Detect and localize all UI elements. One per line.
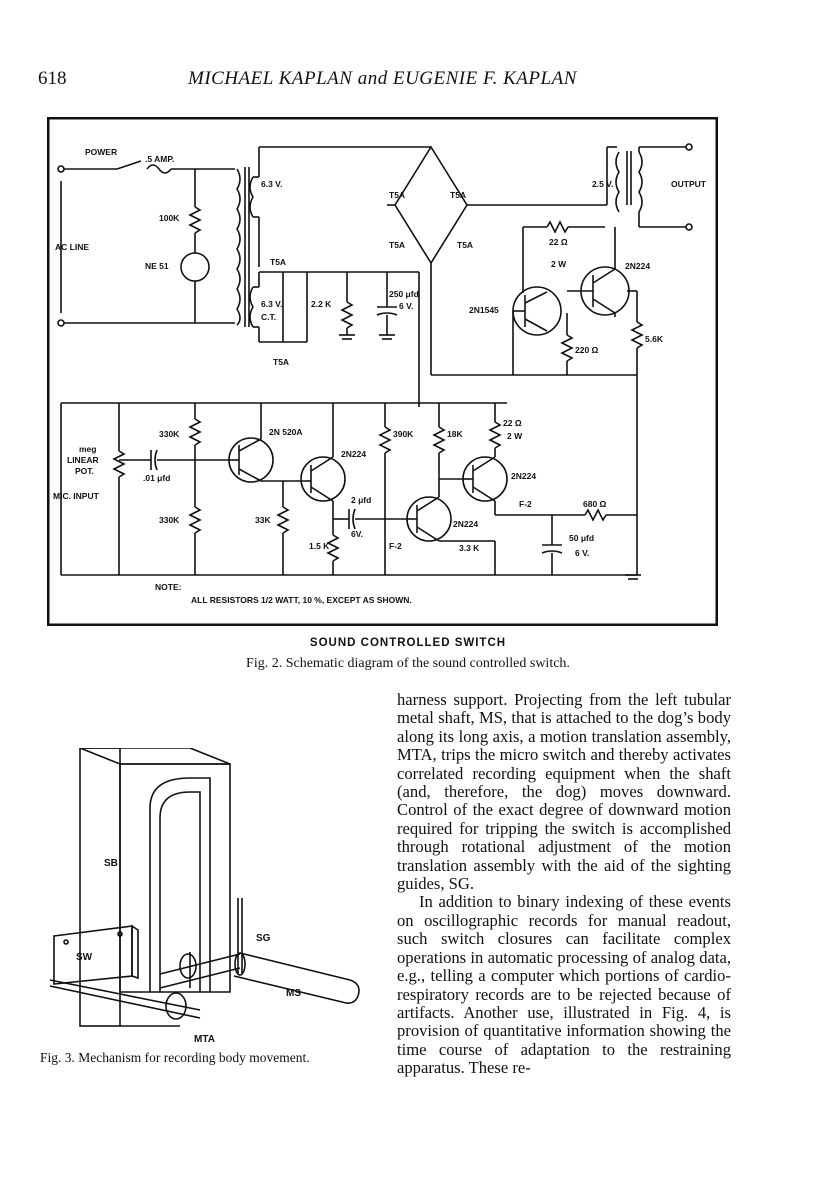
label-2ufd: 2 μfd bbox=[351, 495, 371, 505]
label-t5a-e: T5A bbox=[389, 240, 405, 250]
label-250-6v: 6 V. bbox=[399, 301, 413, 311]
label-5.6k: 5.6K bbox=[645, 334, 664, 344]
label-t5a-f: T5A bbox=[457, 240, 473, 250]
paragraph: harness support. Projecting from the lef… bbox=[397, 690, 731, 894]
running-head: MICHAEL KAPLAN and EUGENIE F. KAPLAN bbox=[188, 68, 577, 89]
label-220ohm: 220 Ω bbox=[575, 345, 599, 355]
figure-3-caption: Fig. 3. Mechanism for recording body mov… bbox=[40, 1050, 310, 1065]
label-sw: SW bbox=[76, 952, 93, 963]
label-ms: MS bbox=[286, 988, 301, 999]
label-6v3-ct: 6.3 V. bbox=[261, 299, 282, 309]
label-50ufd: 50 μfd bbox=[569, 533, 594, 543]
label-note-text: ALL RESISTORS 1/2 WATT, 10 %, EXCEPT AS … bbox=[191, 595, 412, 605]
label-mic-input: MIC. INPUT bbox=[53, 491, 100, 501]
label-250ufd: 250 μfd bbox=[389, 289, 419, 299]
label-note: NOTE: bbox=[155, 582, 182, 592]
label-t5a-b: T5A bbox=[273, 357, 289, 367]
output-terminals bbox=[57, 143, 693, 327]
mechanism-drawing: SB SW SG MS MTA bbox=[49, 748, 360, 1045]
label-2n1545: 2N1545 bbox=[469, 305, 499, 315]
label-fuse: .5 AMP. bbox=[145, 154, 174, 164]
label-t5a-c: T5A bbox=[389, 190, 405, 200]
label-pot: POT. bbox=[75, 466, 94, 476]
label-t5a-d: T5A bbox=[450, 190, 466, 200]
label-output: OUTPUT bbox=[671, 179, 707, 189]
label-ct: C.T. bbox=[261, 312, 276, 322]
label-2n224-b: 2N224 bbox=[341, 449, 366, 459]
shaft-assembly bbox=[49, 898, 360, 1020]
label-meg: meg bbox=[79, 444, 96, 454]
label-2n224-top: 2N224 bbox=[625, 261, 650, 271]
label-22ohm-top: 22 Ω bbox=[549, 237, 568, 247]
label-100k: 100K bbox=[159, 213, 180, 223]
label-sb: SB bbox=[104, 858, 118, 869]
label-2w-b: 2 W bbox=[507, 431, 523, 441]
label-3.3k: 3.3 K bbox=[459, 543, 480, 553]
label-f2-a: F-2 bbox=[389, 541, 402, 551]
label-18k: 18K bbox=[447, 429, 463, 439]
label-2n224-c: 2N224 bbox=[453, 519, 478, 529]
amplifier-section bbox=[60, 402, 637, 576]
label-f2-b: F-2 bbox=[519, 499, 532, 509]
label-2n520a: 2N 520A bbox=[269, 427, 303, 437]
label-2ufd-6v: 6V. bbox=[351, 529, 363, 539]
label-50-6v: 6 V. bbox=[575, 548, 589, 558]
body-text: harness support. Projecting from the lef… bbox=[397, 690, 731, 1078]
label-33k: 33K bbox=[255, 515, 271, 525]
label-1.5k: 1.5 K bbox=[309, 541, 330, 551]
label-330k-b: 330K bbox=[159, 515, 180, 525]
label-680ohm: 680 Ω bbox=[583, 499, 607, 509]
label-22ohm-b: 22 Ω bbox=[503, 418, 522, 428]
label-t5a-a: T5A bbox=[270, 257, 286, 267]
label-2w-top: 2 W bbox=[551, 259, 567, 269]
bridge-rectifier bbox=[387, 145, 687, 375]
label-2.2k: 2.2 K bbox=[311, 299, 332, 309]
label-linear: LINEAR bbox=[67, 455, 99, 465]
label-power: POWER bbox=[85, 147, 117, 157]
label-01ufd: .01 μfd bbox=[143, 473, 170, 483]
label-ne51: NE 51 bbox=[145, 261, 169, 271]
label-ac-line: AC LINE bbox=[55, 242, 89, 252]
label-sg: SG bbox=[256, 933, 271, 944]
label-mta: MTA bbox=[194, 1034, 215, 1045]
ac-section bbox=[60, 146, 431, 407]
mechanism-labels: SB SW SG MS MTA bbox=[76, 858, 301, 1045]
switch-box bbox=[53, 924, 139, 985]
figure-2-title: SOUND CONTROLLED SWITCH bbox=[309, 637, 507, 649]
label-390k: 390K bbox=[393, 429, 414, 439]
paragraph: In addition to binary indexing of these … bbox=[397, 892, 731, 1078]
label-2n224-d: 2N224 bbox=[511, 471, 536, 481]
figure-2-caption: Fig. 2. Schematic diagram of the sound c… bbox=[246, 656, 570, 671]
schematic-diagram: POWER .5 AMP. AC LINE 100K NE 51 6.3 V. … bbox=[47, 117, 718, 626]
label-330k-a: 330K bbox=[159, 429, 180, 439]
label-2v5: 2.5 V. bbox=[592, 179, 613, 189]
schematic-labels: POWER .5 AMP. AC LINE 100K NE 51 6.3 V. … bbox=[53, 147, 707, 605]
output-transistors bbox=[431, 227, 644, 575]
page-number: 618 bbox=[38, 68, 67, 89]
support-frame bbox=[79, 748, 231, 1027]
label-6v3-top: 6.3 V. bbox=[261, 179, 282, 189]
schematic-frame bbox=[47, 117, 718, 626]
